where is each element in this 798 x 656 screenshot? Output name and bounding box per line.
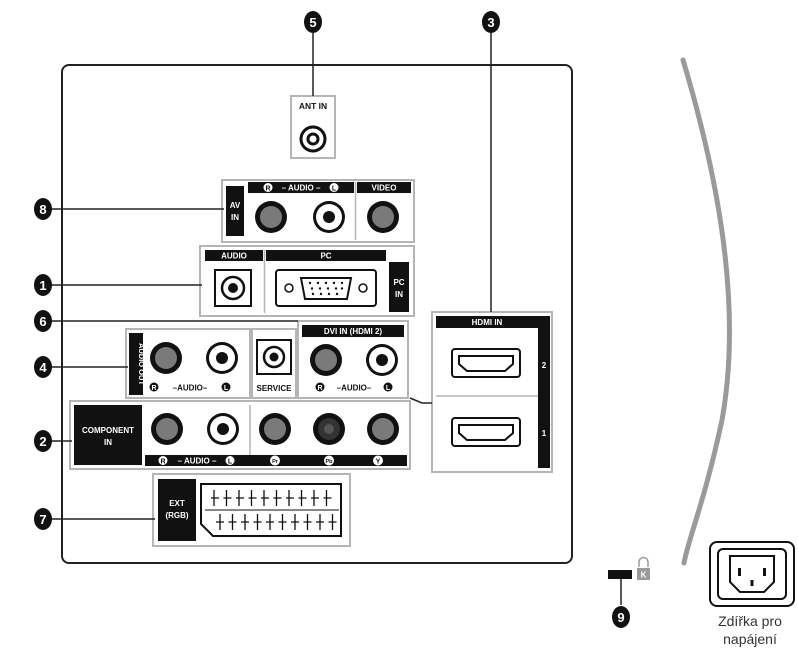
scart-pin xyxy=(266,514,274,530)
callout-5: 5 xyxy=(304,11,322,33)
svg-text:9: 9 xyxy=(617,610,624,625)
svg-text:5: 5 xyxy=(309,15,316,30)
component-audio-l: L xyxy=(228,459,233,466)
component-audio-footer: – AUDIO – xyxy=(178,457,217,466)
svg-text:3: 3 xyxy=(487,15,494,30)
component-pb-label: Pb xyxy=(325,459,333,465)
kensington-k-label: K xyxy=(641,571,647,580)
component-side-label-1: COMPONENT xyxy=(82,426,134,435)
av-in-audio-r: R xyxy=(265,186,270,193)
hdmi-port-2-label: 2 xyxy=(542,361,547,370)
callout-7: 7 xyxy=(34,508,52,530)
scart-pin xyxy=(216,514,224,530)
scart-pin xyxy=(261,490,269,506)
scart-pin xyxy=(211,490,219,506)
ext-rgb-label-1: EXT xyxy=(169,499,185,508)
dvi-audio-footer: –AUDIO– xyxy=(337,384,372,393)
av-in-side-label-2: IN xyxy=(231,213,239,222)
dvi-in-header: DVI IN (HDMI 2) xyxy=(324,327,383,336)
power-socket xyxy=(709,541,795,607)
av-in-video-header: VIDEO xyxy=(372,184,397,193)
scart-pin xyxy=(253,514,262,530)
padlock-icon xyxy=(638,556,649,567)
power-socket-caption: Zdířka pro napájení xyxy=(702,612,798,648)
callout-2: 2 xyxy=(34,430,52,452)
audio-out-footer: –AUDIO– xyxy=(173,384,208,393)
hdmi-port-1-label: 1 xyxy=(542,429,547,438)
audio-out-r: R xyxy=(151,385,156,392)
ant-in-label: ANT IN xyxy=(299,101,327,111)
scart-pin xyxy=(278,514,287,530)
scart-pin xyxy=(316,514,324,530)
pc-in-side-label-2: IN xyxy=(395,290,403,299)
dvi-audio-r: R xyxy=(317,385,322,392)
pc-in-side-label-1: PC xyxy=(393,278,404,287)
power-caption-line-1: Zdířka pro xyxy=(718,613,782,629)
dvi-in-group: DVI IN (HDMI 2) R –AUDIO– L xyxy=(297,320,409,399)
ant-in-jack: ANT IN xyxy=(290,95,336,159)
cable-curve xyxy=(680,57,732,566)
scart-pin xyxy=(298,490,307,506)
pc-in-pc-header: PC xyxy=(320,252,331,261)
callout-6: 6 xyxy=(34,310,52,332)
dvi-audio-l: L xyxy=(386,385,391,392)
audio-out-side-label: AUDIO OUT xyxy=(137,343,146,386)
ext-rgb-group: EXT (RGB) xyxy=(152,473,351,547)
svg-text:8: 8 xyxy=(39,202,46,217)
scart-pin xyxy=(236,490,244,506)
svg-text:2: 2 xyxy=(39,434,46,449)
component-y-label: Y xyxy=(376,459,381,466)
svg-text:6: 6 xyxy=(39,314,46,329)
callout-4: 4 xyxy=(34,356,52,378)
scart-pin xyxy=(286,490,294,506)
callout-lines xyxy=(52,33,622,605)
power-caption-line-2: napájení xyxy=(723,631,777,647)
scart-pin xyxy=(291,514,299,530)
scart-pin xyxy=(303,514,312,530)
scart-pin xyxy=(273,490,282,506)
callout-3: 3 xyxy=(482,11,500,33)
audio-out-group: AUDIO OUT R –AUDIO– L xyxy=(125,328,251,399)
ext-rgb-label-2: (RGB) xyxy=(165,511,188,520)
service-label: SERVICE xyxy=(257,384,293,393)
svg-text:1: 1 xyxy=(39,278,46,293)
svg-text:7: 7 xyxy=(39,512,46,527)
scart-pin xyxy=(228,514,237,530)
hdmi-in-header: HDMI IN xyxy=(472,318,503,327)
av-in-group: AV IN R – AUDIO – L VIDEO xyxy=(221,179,415,243)
scart-pin xyxy=(311,490,319,506)
pc-in-audio-header: AUDIO xyxy=(221,252,247,261)
callout-9: 9 xyxy=(612,606,630,628)
component-side-label-2: IN xyxy=(104,438,112,447)
component-audio-r: R xyxy=(160,459,165,466)
scart-pin xyxy=(223,490,232,506)
svg-text:4: 4 xyxy=(39,360,47,375)
scart-pin xyxy=(328,514,337,530)
component-in-group: COMPONENT IN R – AUDIO – L Pr Pb Y xyxy=(69,400,411,470)
component-pr-label: Pr xyxy=(272,459,279,465)
hdmi-in-group: HDMI IN 2 1 xyxy=(431,311,553,473)
pc-in-group: AUDIO PC PC IN xyxy=(199,245,415,317)
service-port: SERVICE xyxy=(251,328,297,399)
scart-pin xyxy=(248,490,257,506)
av-in-side-label-1: AV xyxy=(230,201,241,210)
callout-8: 8 xyxy=(34,198,52,220)
av-in-audio-header: – AUDIO – xyxy=(282,184,321,193)
scart-pin xyxy=(323,490,332,506)
audio-out-l: L xyxy=(224,385,229,392)
kensington-lock: K xyxy=(608,556,650,580)
scart-pin xyxy=(241,514,249,530)
av-in-audio-l: L xyxy=(332,186,337,193)
callout-1: 1 xyxy=(34,274,52,296)
